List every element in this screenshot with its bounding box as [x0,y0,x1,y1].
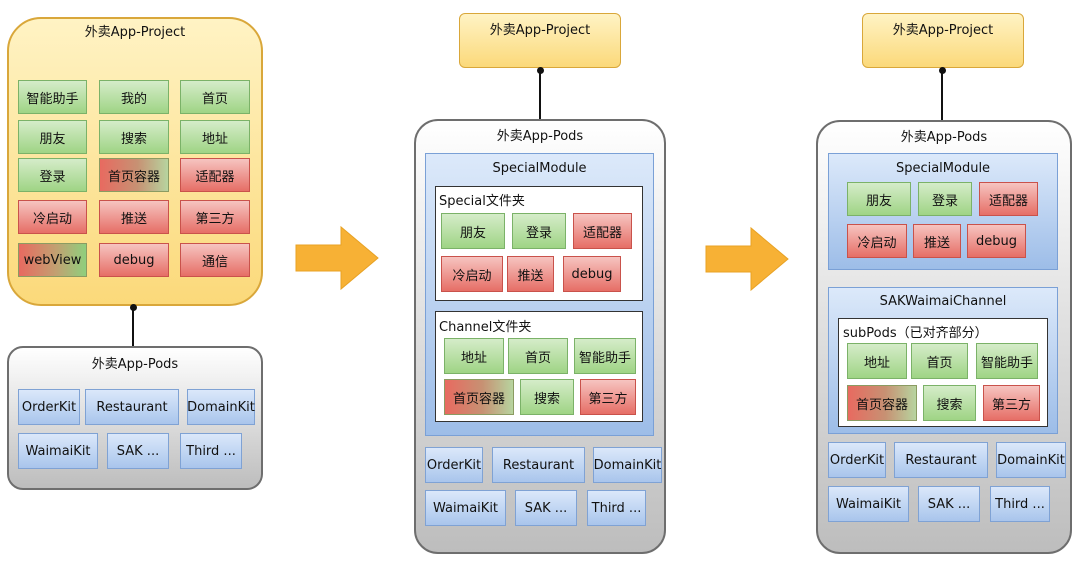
pod-box: DomainKit [996,442,1066,478]
special-folder-title: Special文件夹 [439,194,525,209]
middle-project-box [459,13,621,68]
module-box: debug [967,224,1026,258]
module-box: 我的 [99,80,169,114]
pod-box: WaimaiKit [425,490,506,526]
pod-box: WaimaiKit [18,433,98,469]
connector-line [941,68,943,121]
module-box: 登录 [512,213,566,249]
module-box: 通信 [180,243,250,277]
module-box: 登录 [918,182,972,216]
pod-box: Third ... [180,433,242,469]
pod-box: Restaurant [85,389,179,425]
module-box: 智能助手 [976,343,1038,379]
pod-box: OrderKit [425,447,483,483]
module-box: 首页容器 [444,379,514,415]
module-box: debug [563,256,621,292]
connector-line [539,68,541,120]
pod-box: OrderKit [18,389,80,425]
module-box: 地址 [847,343,907,379]
pod-box: Restaurant [894,442,988,478]
module-box: webView [18,243,87,277]
pod-box: WaimaiKit [828,486,909,522]
pod-box: Restaurant [492,447,585,483]
right-special-title: SpecialModule [895,161,991,176]
module-box: 地址 [180,120,250,154]
module-box: 朋友 [847,182,911,216]
left-project-title: 外卖App-Project [84,25,186,40]
module-box: 智能助手 [574,338,636,374]
right-project-box [862,13,1024,68]
module-box: 第三方 [983,385,1040,421]
module-box: 推送 [913,224,961,258]
middle-project-title: 外卖App-Project [489,23,591,38]
module-box: 适配器 [573,213,632,249]
subpods-title: subPods（已对齐部分） [843,326,988,341]
module-box: 冷启动 [847,224,907,258]
right-project-title: 外卖App-Project [892,23,994,38]
module-box: 搜索 [99,120,169,154]
pod-box: SAK ... [918,486,980,522]
arrow-right-icon [705,226,789,292]
module-box: 首页 [180,80,250,114]
module-box: 朋友 [18,120,87,154]
right-pods-title: 外卖App-Pods [900,130,988,145]
pod-box: Third ... [587,490,646,526]
module-box: 朋友 [441,213,505,249]
pod-box: SAK ... [515,490,577,526]
module-box: 搜索 [520,379,574,415]
module-box: 推送 [99,200,169,234]
connector-dot [129,304,137,311]
module-box: 冷启动 [18,200,87,234]
pod-box: DomainKit [187,389,255,425]
module-box: 冷启动 [441,256,503,292]
module-box: 智能助手 [18,80,87,114]
arrow-right-icon [295,225,379,291]
pod-box: OrderKit [828,442,886,478]
module-box: 首页容器 [99,158,169,192]
pod-box: Third ... [990,486,1050,522]
channel-folder-title: Channel文件夹 [439,320,532,335]
module-box: 首页容器 [847,385,917,421]
module-box: 适配器 [979,182,1038,216]
middle-special-title: SpecialModule [492,161,587,176]
module-box: 首页 [911,343,968,379]
module-box: 适配器 [180,158,250,192]
left-pods-title: 外卖App-Pods [91,357,179,372]
module-box: 登录 [18,158,87,192]
module-box: 搜索 [923,385,976,421]
pod-box: DomainKit [593,447,662,483]
right-channel-title: SAKWaimaiChannel [879,294,1007,309]
connector-dot [938,67,946,74]
pod-box: SAK ... [107,433,169,469]
module-box: 第三方 [180,200,250,234]
module-box: 首页 [508,338,568,374]
connector-line [132,306,134,346]
module-box: 推送 [507,256,554,292]
module-box: 第三方 [580,379,636,415]
module-box: 地址 [444,338,504,374]
module-box: debug [99,243,169,277]
connector-dot [536,67,544,74]
middle-pods-title: 外卖App-Pods [496,129,584,144]
